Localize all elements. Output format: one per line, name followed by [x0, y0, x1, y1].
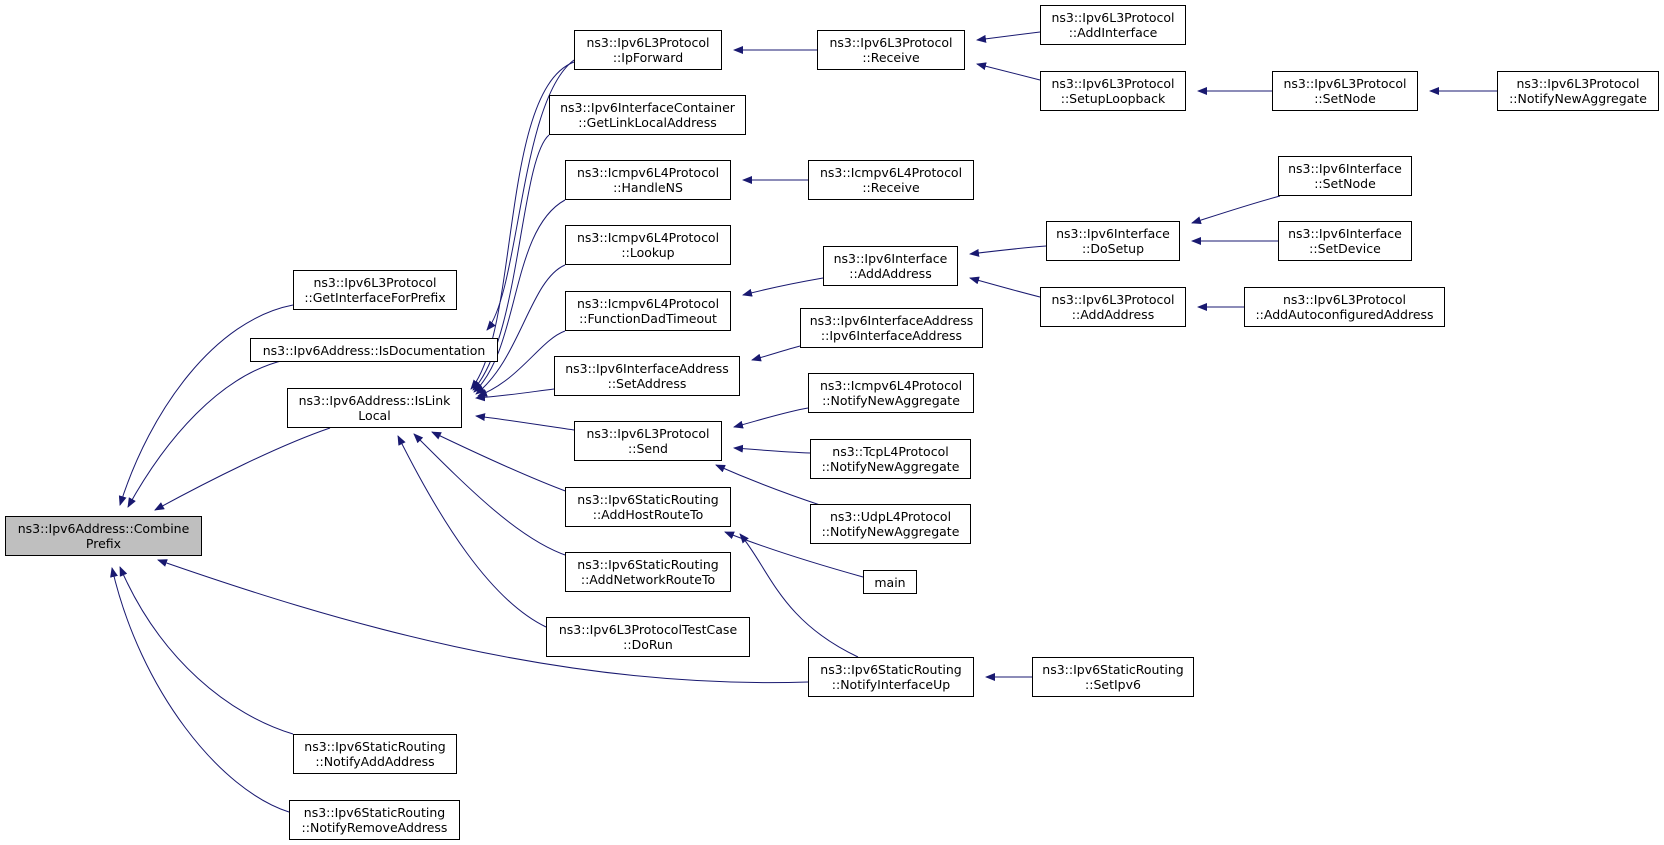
- node-getif[interactable]: ns3::Ipv6L3Protocol::GetInterfaceForPref…: [293, 270, 457, 310]
- edge-notifyup-combine: [157, 559, 809, 684]
- node-udpagg[interactable]: ns3::UdpL4Protocol::NotifyNewAggregate: [810, 504, 971, 544]
- node-setaddr[interactable]: ns3::Ipv6InterfaceAddress::SetAddress: [554, 356, 740, 396]
- node-addhost[interactable]: ns3::Ipv6StaticRouting::AddHostRouteTo: [565, 487, 731, 527]
- edge-getif-combine: [118, 304, 294, 506]
- node-setipv6[interactable]: ns3::Ipv6StaticRouting::SetIpv6: [1032, 657, 1194, 697]
- edge-ipfwd-isdoc: [486, 59, 575, 331]
- node-ifsetnode[interactable]: ns3::Ipv6Interface::SetNode: [1278, 156, 1412, 196]
- node-notifyadd[interactable]: ns3::Ipv6StaticRouting::NotifyAddAddress: [293, 734, 457, 774]
- node-notifyrem[interactable]: ns3::Ipv6StaticRouting::NotifyRemoveAddr…: [289, 800, 460, 840]
- node-notifyup[interactable]: ns3::Ipv6StaticRouting::NotifyInterfaceU…: [808, 657, 974, 697]
- node-handlens[interactable]: ns3::Icmpv6L4Protocol::HandleNS: [565, 160, 731, 200]
- edge-isdoc-combine: [127, 359, 286, 508]
- node-fdad[interactable]: ns3::Icmpv6L4Protocol::FunctionDadTimeou…: [565, 291, 731, 331]
- node-tcpagg[interactable]: ns3::TcpL4Protocol::NotifyNewAggregate: [810, 439, 971, 479]
- node-autoconf[interactable]: ns3::Ipv6L3Protocol::AddAutoconfiguredAd…: [1244, 287, 1445, 327]
- edge-fdad-islink: [477, 330, 566, 397]
- edge-addif-receive: [976, 31, 1041, 43]
- edge-notifyadd-combine: [119, 566, 294, 735]
- edge-dosetup-ifaddaddr: [969, 245, 1047, 257]
- edge-tcpagg-send: [733, 444, 811, 454]
- edge-dorun-islink: [397, 435, 547, 628]
- node-ifsetdev[interactable]: ns3::Ipv6Interface::SetDevice: [1278, 221, 1412, 261]
- node-l3setnode[interactable]: ns3::Ipv6L3Protocol::SetNode: [1272, 71, 1418, 111]
- node-addif[interactable]: ns3::Ipv6L3Protocol::AddInterface: [1040, 5, 1186, 45]
- edge-addnet-islink: [413, 433, 569, 557]
- edge-islink-combine: [154, 427, 331, 511]
- node-isdoc[interactable]: ns3::Ipv6Address::IsDocumentation: [250, 338, 498, 362]
- edge-notifyup-addhost: [739, 533, 859, 658]
- node-send[interactable]: ns3::Ipv6L3Protocol::Send: [574, 421, 722, 461]
- node-icmprecv[interactable]: ns3::Icmpv6L4Protocol::Receive: [808, 160, 974, 200]
- edge-lookup-islink: [475, 264, 566, 395]
- edge-l3addaddr-ifaddaddr: [969, 276, 1041, 298]
- node-icmpagg[interactable]: ns3::Icmpv6L4Protocol::NotifyNewAggregat…: [808, 373, 974, 413]
- node-ifaddaddr[interactable]: ns3::Ipv6Interface::AddAddress: [823, 246, 958, 286]
- edge-ifaddaddr-fdad: [742, 277, 824, 297]
- node-receive[interactable]: ns3::Ipv6L3Protocol::Receive: [817, 30, 965, 70]
- edge-send-islink: [475, 413, 575, 431]
- edge-ifaddrctor-setaddr: [751, 345, 801, 362]
- node-main[interactable]: main: [863, 570, 917, 594]
- node-getlla[interactable]: ns3::Ipv6InterfaceContainer::GetLinkLoca…: [549, 95, 746, 135]
- node-lookup[interactable]: ns3::Icmpv6L4Protocol::Lookup: [565, 225, 731, 265]
- node-l3addaddr[interactable]: ns3::Ipv6L3Protocol::AddAddress: [1040, 287, 1186, 327]
- edge-ifsetnode-dosetup: [1191, 195, 1281, 225]
- edge-udpagg-send: [715, 464, 821, 506]
- node-addnet[interactable]: ns3::Ipv6StaticRouting::AddNetworkRouteT…: [565, 552, 731, 592]
- edges: [110, 31, 1497, 813]
- edge-setloop-receive: [976, 62, 1041, 81]
- node-setloop[interactable]: ns3::Ipv6L3Protocol::SetupLoopback: [1040, 71, 1186, 111]
- node-l3agg[interactable]: ns3::Ipv6L3Protocol::NotifyNewAggregate: [1497, 71, 1659, 111]
- edge-handlens-islink: [473, 199, 566, 393]
- edge-icmpagg-send: [733, 407, 809, 429]
- node-dorun[interactable]: ns3::Ipv6L3ProtocolTestCase::DoRun: [546, 617, 750, 657]
- node-ifaddrctor[interactable]: ns3::Ipv6InterfaceAddress::Ipv6Interface…: [800, 308, 983, 348]
- edge-addhost-islink: [431, 431, 569, 493]
- node-ipfwd[interactable]: ns3::Ipv6L3Protocol::IpForward: [574, 30, 722, 70]
- edge-getlla-islink: [472, 134, 550, 391]
- edge-setaddr-islink: [475, 388, 555, 402]
- edge-notifyrem-combine: [110, 567, 290, 813]
- node-dosetup[interactable]: ns3::Ipv6Interface::DoSetup: [1046, 221, 1180, 261]
